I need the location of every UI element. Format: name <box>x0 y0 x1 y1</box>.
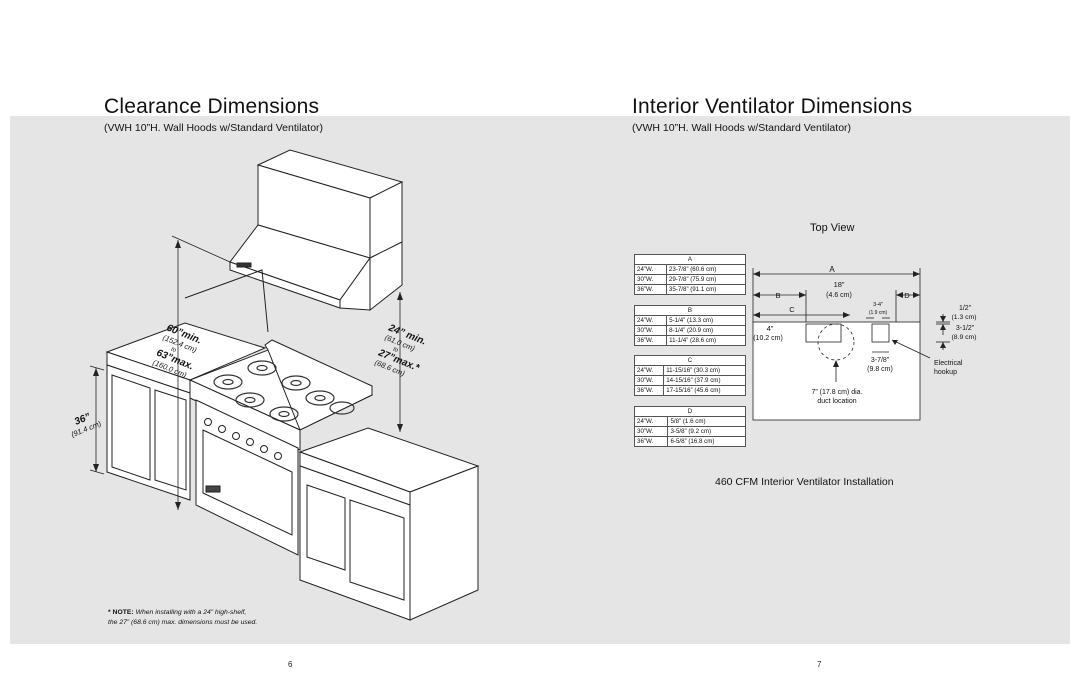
dim-24-to: to <box>392 347 400 355</box>
hookup-label: hookup <box>934 369 957 376</box>
table-row: 30”W.29-7/8” (75.9 cm) <box>634 274 747 285</box>
dimension-table-c: C 24”W.11-15/16” (30.3 cm) 30”W.14-15/16… <box>633 355 746 396</box>
dim-b-label: B <box>775 291 780 300</box>
dimension-table-a: A 24”W.23-7/8” (60.6 cm) 30”W.29-7/8” (7… <box>634 254 747 295</box>
duct-diameter-label: 7” (17.8 cm) dia. <box>812 389 863 396</box>
dimension-table-d: D 24”W.5/8” (1.6 cm) 30”W.3-5/8” (9.2 cm… <box>633 406 746 447</box>
note-text: When installing with a 24” high-shelf, <box>135 609 247 616</box>
page-title-clearance: Clearance Dimensions <box>104 95 320 118</box>
table-row: 30”W.8-1/4” (20.9 cm) <box>633 325 746 336</box>
dim-c-label: C <box>789 305 795 314</box>
page-number-left: 6 <box>288 660 293 669</box>
table-row: 36”W.17-15/16” (45.6 cm) <box>633 385 746 396</box>
dimension-table-b: B 24”W.5-1/4” (13.3 cm) 30”W.8-1/4” (20.… <box>633 305 746 346</box>
table-header: A <box>634 254 746 265</box>
dim-4-label: 4” <box>767 324 774 333</box>
duct-location-label: duct location <box>817 398 856 405</box>
table-header: B <box>634 305 746 316</box>
dim-378-label: 3-7/8” <box>871 357 890 364</box>
table-row: 30”W.14-15/16” (37.9 cm) <box>633 375 746 386</box>
table-row: 24”W.5-1/4” (13.3 cm) <box>633 315 746 326</box>
note-text-2: the 27” (68.6 cm) max. dimensions must b… <box>108 619 258 626</box>
dim-34-cm: (1.9 cm) <box>869 310 888 316</box>
page-number-right: 7 <box>817 660 822 669</box>
top-view-label: Top View <box>810 222 855 234</box>
table-row: 24”W.23-7/8” (60.6 cm) <box>634 264 747 275</box>
dim-312-cm: (8.9 cm) <box>952 334 977 341</box>
dim-312-label: 3-1/2” <box>956 325 975 332</box>
clearance-illustration: 60”min. (152.4 cm) to 63”max. (160.0 cm)… <box>70 149 480 621</box>
clearance-subtitle: (VWH 10”H. Wall Hoods w/Standard Ventila… <box>104 122 324 134</box>
page-title-interior-ventilator: Interior Ventilator Dimensions <box>632 95 913 118</box>
dim-d-label: D <box>904 291 910 300</box>
installation-note: * NOTE: When installing with a 24” high-… <box>108 608 257 628</box>
electrical-label: Electrical <box>934 360 963 367</box>
dim-378-cm: (9.8 cm) <box>867 366 893 373</box>
dim-60-to: to <box>170 347 178 355</box>
note-label: * NOTE: <box>108 609 134 616</box>
dim-half-cm: (1.3 cm) <box>952 314 977 321</box>
table-row: 24”W.11-15/16” (30.3 cm) <box>633 365 746 376</box>
dim-half-label: 1/2” <box>959 305 972 312</box>
dim-18-cm: (4.6 cm) <box>826 292 852 299</box>
table-row: 24”W.5/8” (1.6 cm) <box>633 416 746 427</box>
table-row: 36”W.6-5/8” (16.8 cm) <box>633 436 746 447</box>
installation-caption: 460 CFM Interior Ventilator Installation <box>715 476 894 488</box>
table-header: C <box>634 355 746 366</box>
table-row: 36”W.35-7/8” (91.1 cm) <box>634 284 747 295</box>
table-header: D <box>634 406 746 417</box>
dim-34-label: 3-4” <box>873 302 883 308</box>
table-row: 36”W.11-1/4” (28.6 cm) <box>633 335 746 346</box>
dim-4-cm: (10.2 cm) <box>753 335 783 342</box>
table-row: 30”W.3-5/8” (9.2 cm) <box>633 426 746 437</box>
dim-18-label: 18” <box>834 280 845 289</box>
ventilator-subtitle: (VWH 10”H. Wall Hoods w/Standard Ventila… <box>632 122 852 134</box>
top-view-diagram: A B D C 18” (4.6 cm) 3-4” (1.9 cm) 4” (1… <box>752 265 977 421</box>
dim-a-label: A <box>829 265 835 274</box>
